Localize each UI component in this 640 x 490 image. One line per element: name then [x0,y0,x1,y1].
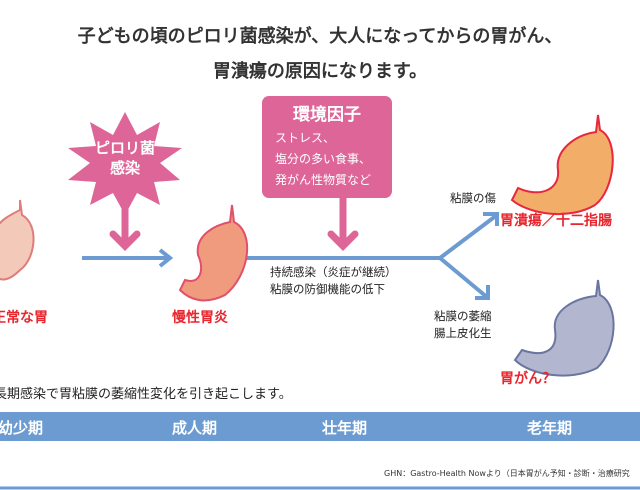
stage-adult: 成人期 [172,419,218,437]
env-line-3: 発がん性物質など [275,173,372,187]
env-factor-box: 環境因子 ストレス、 塩分の多い食事、 発がん性物質など [262,100,392,191]
long-term-note: 長期感染で胃粘膜の萎縮性変化を引き起こします。 [0,387,292,402]
atrophy-line-2: 腸上皮化生 [434,326,492,340]
stage-middle-age: 壮年期 [322,419,368,437]
atrophy-line-1: 粘膜の萎縮 [434,309,492,323]
ulcer-stomach-icon [510,114,614,216]
continuous-line-2: 粘膜の防御機能の低下 [270,282,385,296]
source-credit: GHN：Gastro-Health Nowより（日本胃がん予知・診断・治療研究 [384,469,630,478]
life-stage-band: 幼少期 成人期 壮年期 老年期 [0,412,640,441]
burst-line-1: ピロリ菌 [94,139,155,157]
title-line-2: 胃潰瘍の原因になります。 [212,61,428,82]
stage-childhood: 幼少期 [0,419,44,437]
stage-old-age: 老年期 [527,419,573,437]
normal-stomach-icon [0,199,35,281]
cancer-stomach-icon [513,279,615,377]
env-line-2: 塩分の多い食事、 [275,152,372,166]
gastritis-label: 慢性胃炎 [172,310,228,326]
ulcer-label: 胃潰瘍／十二指腸 [500,213,612,229]
title-line-1: 子どもの頃のピロリ菌感染が、大人になってからの胃がん、 [77,26,563,47]
env-heading: 環境因子 [293,105,361,125]
cancer-label: 胃がん？ [500,371,556,387]
wound-label: 粘膜の傷 [450,191,496,205]
gastritis-stomach-icon [178,204,249,302]
continuous-infection-text: 持続感染（炎症が継続） 粘膜の防御機能の低下 [270,264,397,298]
env-box-bg [262,96,392,198]
pylori-burst-label: ピロリ菌 感染 [85,138,165,178]
starburst-shape [68,112,182,215]
pink-arrow-down-left [109,194,359,251]
blue-arrows [82,212,499,300]
env-line-1: ストレス、 [275,131,336,145]
normal-stomach-label: 正常な胃 [0,310,48,326]
burst-line-2: 感染 [109,159,140,177]
atrophy-text: 粘膜の萎縮 腸上皮化生 [434,308,492,342]
continuous-line-1: 持続感染（炎症が継続） [270,265,397,279]
